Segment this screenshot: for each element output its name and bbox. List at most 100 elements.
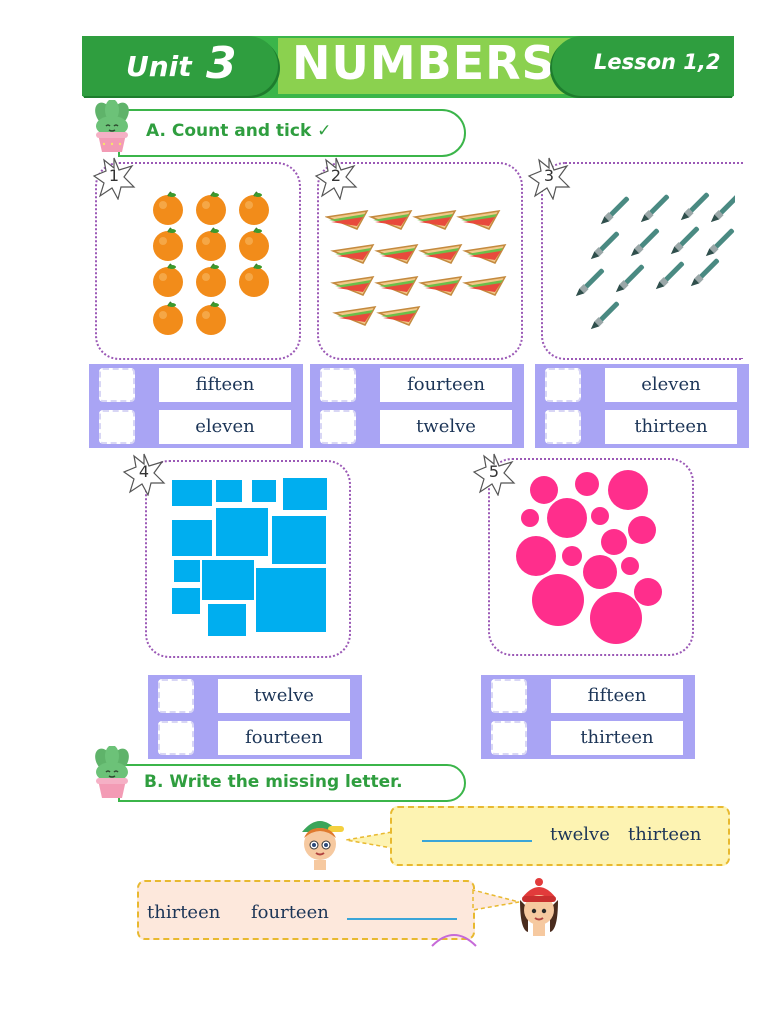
tick-box[interactable] [491,721,527,755]
tick-box[interactable] [545,410,581,444]
answer-option: fourteen [380,368,512,402]
sandwich-icon [464,276,506,296]
speech-bubble-boy: twelve thirteen [390,806,730,866]
paintbrush-icon [588,300,620,332]
square-icon [172,588,200,614]
circle-icon [608,470,648,510]
paintbrush-icon [598,195,630,227]
orange-icon [152,227,184,262]
answer-option: twelve [380,410,512,444]
answer-option: eleven [159,410,291,444]
paintbrushes-group [573,191,735,332]
section-b-title: B. Write the missing letter. [144,772,403,792]
orange-icon [152,301,184,336]
orange-icon [238,191,270,226]
exercise-number-badge: 4 [122,452,166,497]
tick-box[interactable] [320,368,356,402]
section-b-header [118,764,466,802]
sandwich-icon [326,210,368,230]
exercise-number-badge: 5 [472,452,516,497]
header-banner: Unit 3 NUMBERS Lesson 1,2 [82,36,734,98]
paintbrush-icon [668,225,700,257]
picture-box-paintbrushes [541,162,743,360]
tick-box[interactable] [158,721,194,755]
missing-word-blank[interactable] [347,918,457,920]
exercise-number-badge: 2 [314,156,358,201]
plant-mascot-icon [95,100,129,152]
missing-word-blank[interactable] [422,840,532,842]
answer-box: fifteen thirteen [481,675,695,759]
lesson-label: Lesson 1,2 [594,50,721,74]
exercise-number: 3 [543,166,555,185]
circle-icon [521,509,539,527]
circle-icon [547,498,587,538]
square-icon [216,508,268,556]
orange-icon [195,301,227,336]
tick-box[interactable] [158,679,194,713]
orange-icon [195,191,227,226]
answer-box: eleven thirteen [535,364,749,448]
circle-icon [634,578,662,606]
square-icon [216,480,242,502]
orange-icon [152,263,184,298]
sandwich-icon [332,276,374,296]
exercise-number-badge: 1 [92,156,136,201]
bubble-word: thirteen [147,902,221,923]
tick-box[interactable] [320,410,356,444]
circles-group [516,470,662,644]
sandwich-icon [334,306,376,326]
paintbrush-icon [678,191,710,223]
square-icon [174,560,200,582]
paintbrush-icon [703,227,735,259]
speech-bubble-girl: thirteen fourteen [137,880,475,940]
bubble-word: twelve [550,824,610,845]
unit-number: 3 [206,38,237,89]
orange-icon [195,263,227,298]
answer-option: fourteen [218,721,350,755]
circle-icon [628,516,656,544]
sandwich-icon [420,244,462,264]
decorative-arc [431,934,477,947]
square-icon [172,480,212,506]
square-icon [172,520,212,556]
circle-icon [530,476,558,504]
section-a-title: A. Count and tick ✓ [146,121,332,141]
square-icon [283,478,327,510]
paintbrush-icon [708,193,735,225]
sandwich-icon [376,276,418,296]
lesson-badge: Lesson 1,2 [552,36,734,96]
paintbrush-icon [613,263,645,295]
circle-icon [590,592,642,644]
circle-icon [583,555,617,589]
orange-icon [195,227,227,262]
girl-avatar-icon [520,878,558,936]
circle-icon [516,536,556,576]
oranges-group [152,191,270,336]
sandwich-icon [464,244,506,264]
squares-group [172,478,327,636]
circle-icon [575,472,599,496]
sandwiches-group [326,210,506,326]
exercise-number: 4 [138,462,150,481]
exercise-number: 5 [488,462,500,481]
answer-option: fifteen [159,368,291,402]
answer-box: fifteen eleven [89,364,303,448]
sandwich-icon [376,244,418,264]
answer-box: fourteen twelve [310,364,524,448]
square-icon [272,516,326,564]
bubble-word: thirteen [628,824,702,845]
exercise-number: 2 [330,166,342,185]
square-icon [256,568,326,632]
square-icon [252,480,276,502]
exercise-number-badge: 3 [527,156,571,201]
orange-icon [238,263,270,298]
tick-box[interactable] [99,368,135,402]
square-icon [202,560,254,600]
paintbrush-icon [638,193,670,225]
paintbrush-icon [588,230,620,262]
sandwich-icon [420,276,462,296]
speech-pointer [345,831,393,849]
tick-box[interactable] [491,679,527,713]
tick-box[interactable] [545,368,581,402]
tick-box[interactable] [99,410,135,444]
